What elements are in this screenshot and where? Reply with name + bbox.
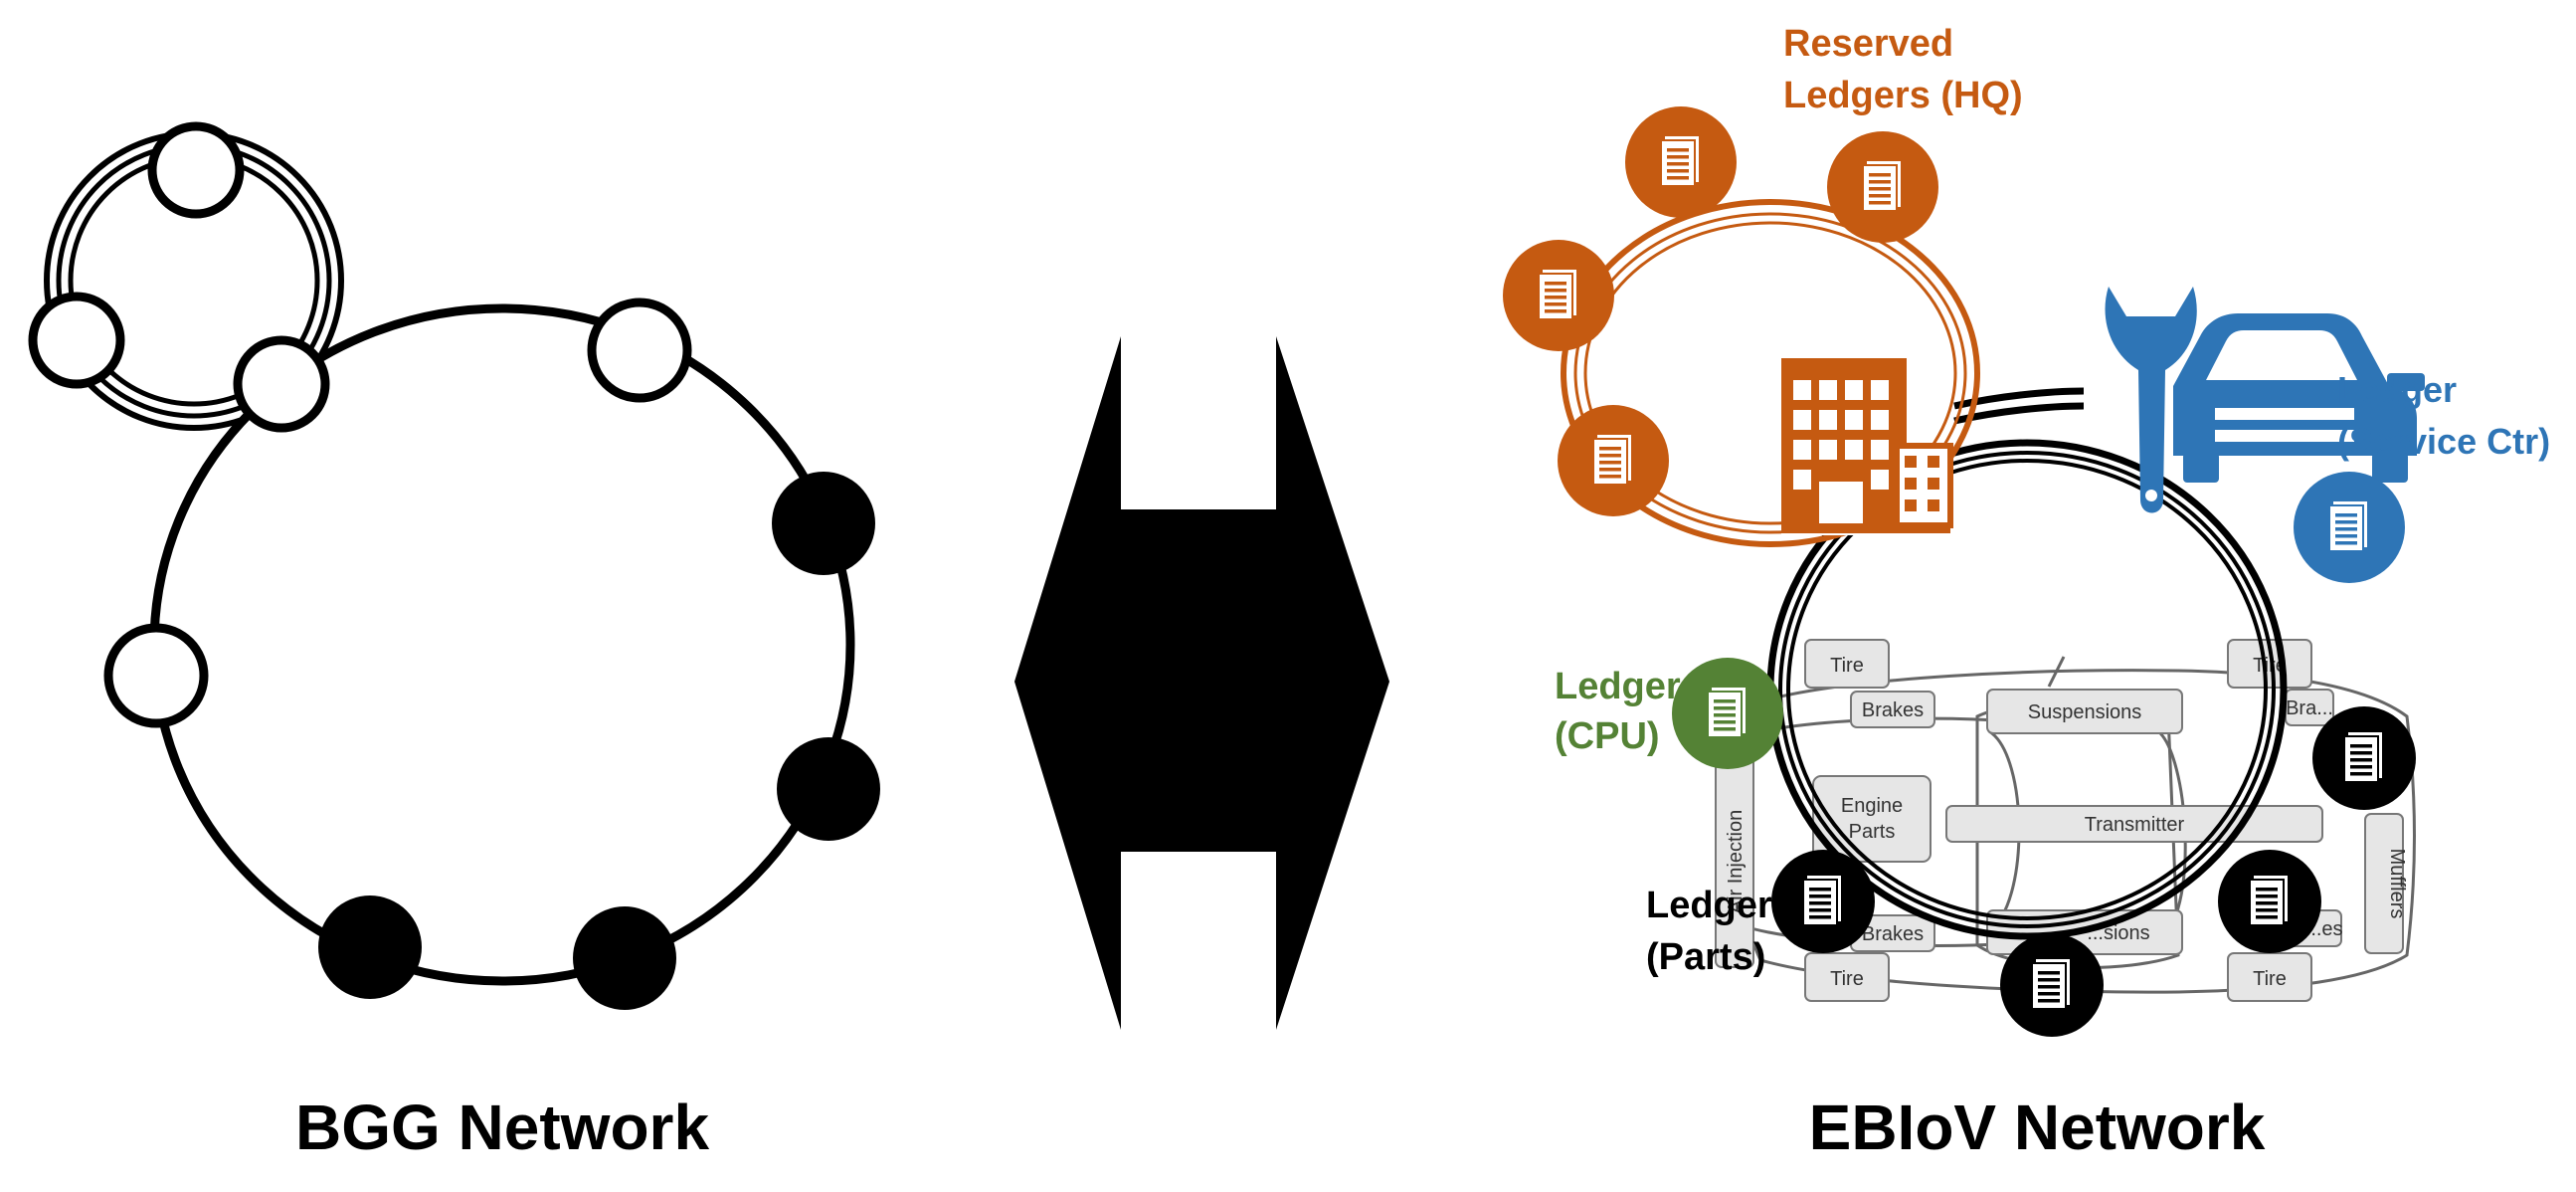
- ebiov-network: Tire Tire Brakes Suspensions Bra... Engi…: [1503, 23, 2550, 1163]
- service-label-line2: (Service Ctr): [2337, 421, 2550, 462]
- part-air-injection: Air Injection: [1725, 810, 1747, 914]
- part-transmitter: Transmitter: [2085, 814, 2185, 836]
- parts-ledger-icon: [2000, 933, 2104, 1037]
- hq-ledger-icon: [1503, 240, 1614, 351]
- bgg-node-white: [28, 292, 125, 389]
- hq-label-line1: Reserved: [1783, 23, 1953, 65]
- bgg-node-black: [772, 472, 875, 575]
- bgg-network: BGG Network: [28, 121, 880, 1163]
- part-tire: Tire: [1830, 655, 1864, 677]
- bgg-node-white: [233, 335, 330, 433]
- ebiov-title: EBIoV Network: [1809, 1092, 2266, 1163]
- bgg-title: BGG Network: [295, 1092, 709, 1163]
- part-engine-line2: Parts: [1849, 821, 1896, 843]
- part-brakes: Brakes: [1862, 923, 1924, 945]
- service-ledger-icon: [2294, 472, 2405, 583]
- bgg-node-white: [587, 298, 692, 403]
- parts-label-line2: (Parts): [1646, 936, 1765, 978]
- service-label-line1: Ledger: [2337, 369, 2457, 410]
- part-suspensions: Suspensions: [2028, 701, 2142, 723]
- hq-building-icon: [1781, 358, 1953, 535]
- cpu-label-line1: Ledger: [1555, 666, 1681, 707]
- bgg-node-white: [147, 121, 245, 219]
- bgg-node-black: [573, 906, 676, 1010]
- part-brakes: Brakes: [1862, 699, 1924, 721]
- ebiov-main-ring: [1766, 439, 2288, 940]
- hq-ledger-icon: [1827, 131, 1938, 243]
- bgg-node-black: [777, 737, 880, 841]
- parts-label-line1: Ledger: [1646, 885, 1772, 926]
- cpu-ledger-icon: [1672, 658, 1783, 769]
- part-tire: Tire: [2253, 655, 2287, 677]
- parts-ledger-icon: [2218, 850, 2321, 953]
- hq-label-line2: Ledgers (HQ): [1783, 75, 2023, 116]
- cpu-label-line2: (CPU): [1555, 715, 1660, 757]
- double-arrow: [1014, 336, 1389, 1030]
- part-tire: Tire: [2253, 968, 2287, 990]
- part-engine-line1: Engine: [1841, 795, 1903, 817]
- hq-ring: [1561, 199, 1980, 547]
- hq-ledger-icon: [1558, 405, 1669, 516]
- bgg-node-white: [103, 623, 209, 728]
- service-center-icon: [2105, 287, 2425, 513]
- hq-ledger-icon: [1625, 106, 1737, 218]
- parts-ledger-icon: [2312, 706, 2416, 810]
- bgg-node-black: [318, 895, 422, 999]
- part-tire: Tire: [1830, 968, 1864, 990]
- parts-ledger-icon: [1771, 850, 1875, 953]
- part-brakes-right: Bra...: [2286, 697, 2333, 719]
- car-parts: Tire Tire Brakes Suspensions Bra... Engi…: [1715, 639, 2408, 1002]
- part-mufflers: Mufflers: [2386, 849, 2408, 919]
